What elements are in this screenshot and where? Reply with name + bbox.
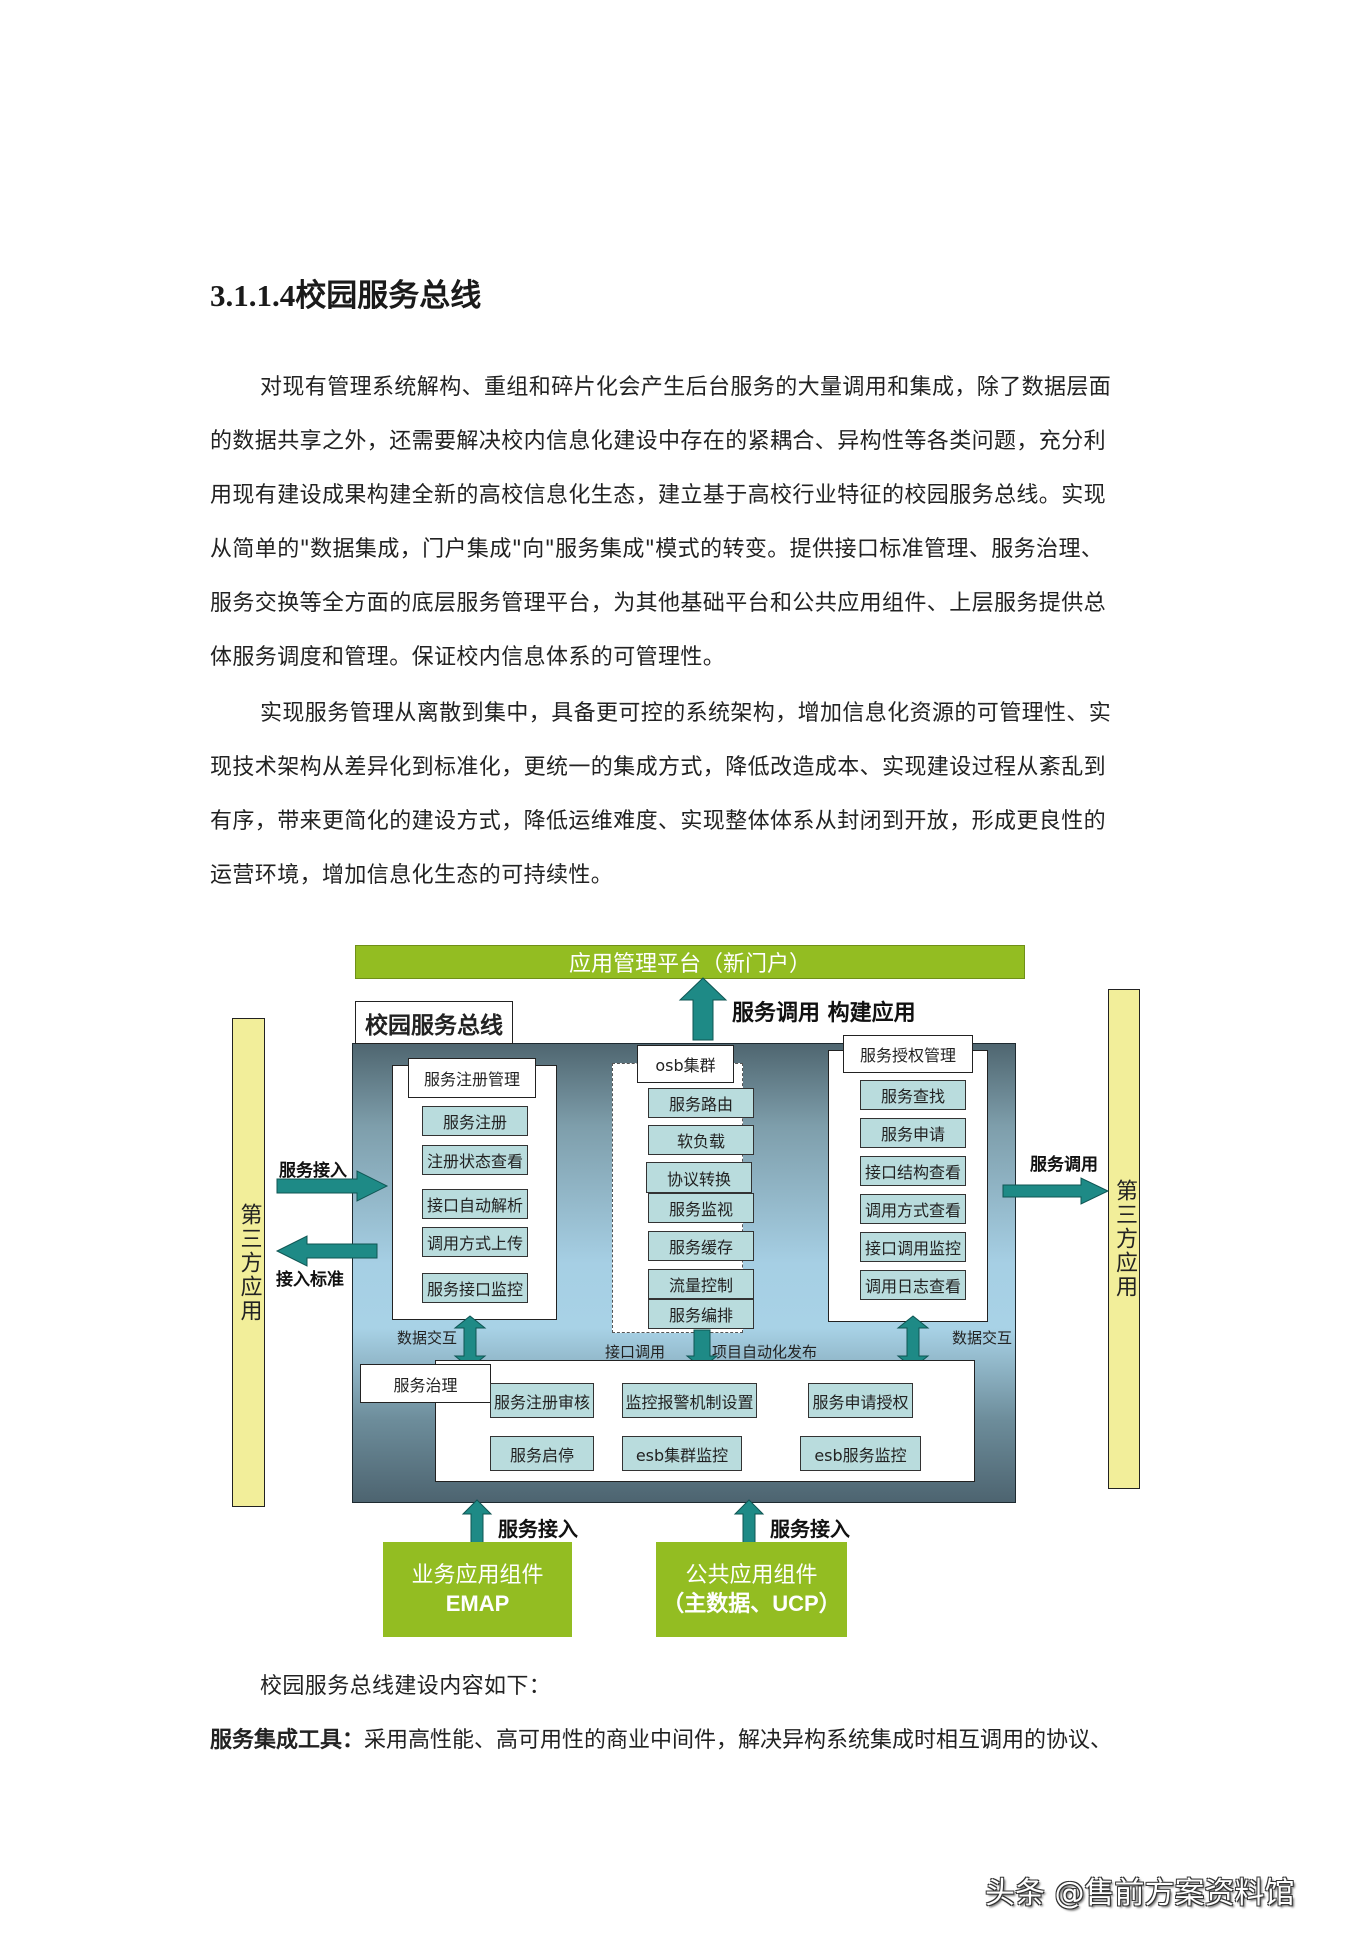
paragraph-integration-tool: 服务集成工具：采用高性能、高可用性的商业中间件，解决异构系统集成时相互调用的协议… — [210, 1714, 1178, 1768]
section-heading: 3.1.1.4校园服务总线 — [210, 278, 482, 313]
authorization-item: 接口调用监控 — [860, 1232, 966, 1262]
registration-item: 接口自动解析 — [422, 1189, 528, 1219]
governance-item: esb服务监控 — [800, 1436, 921, 1471]
text-line: 服务交换等全方面的底层服务管理平台，为其他基础平台和公共应用组件、上层服务提供总 — [210, 591, 1107, 616]
registration-item: 调用方式上传 — [422, 1227, 528, 1257]
osb-title: osb集群 — [637, 1045, 734, 1083]
up-arrow-icon — [461, 1499, 493, 1545]
text-line: 实现服务管理从离散到集中，具备更可控的系统架构，增加信息化资源的可管理性、实 — [260, 701, 1112, 726]
osb-item: 服务缓存 — [648, 1231, 754, 1261]
third-party-app-left: 第三方应用 — [232, 1018, 265, 1507]
text-line: 有序，带来更简化的建设方式，降低运维难度、实现整体体系从封闭到开放，形成更良性的 — [210, 809, 1107, 834]
paragraph-benefits: 实现服务管理从离散到集中，具备更可控的系统架构，增加信息化资源的可管理性、实 现… — [210, 687, 1178, 903]
text-line: 运营环境，增加信息化生态的可持续性。 — [210, 863, 614, 888]
component-sublabel: EMAP — [445, 1590, 510, 1616]
up-arrow-icon — [678, 977, 728, 1041]
registration-title: 服务注册管理 — [408, 1058, 536, 1098]
governance-item: 服务注册审核 — [490, 1383, 594, 1418]
watermark: 头条 @售前方案资料馆 — [985, 1876, 1295, 1911]
registration-item: 注册状态查看 — [422, 1145, 528, 1175]
text-line: 从简单的"数据集成，门户集成"向"服务集成"模式的转变。提供接口标准管理、服务治… — [210, 537, 1104, 562]
authorization-item: 调用日志查看 — [860, 1270, 966, 1300]
component-label: 业务应用组件 — [411, 1562, 544, 1588]
authorization-item: 调用方式查看 — [860, 1194, 966, 1224]
osb-item: 服务路由 — [648, 1088, 754, 1118]
osb-item: 服务编排 — [648, 1299, 754, 1329]
access-standard-label: 接入标准 — [276, 1270, 344, 1290]
platform-label: 应用管理平台（新门户） — [568, 952, 811, 977]
up-arrow-icon — [733, 1499, 765, 1545]
governance-item: 监控报警机制设置 — [622, 1383, 757, 1418]
paragraph-contents-intro: 校园服务总线建设内容如下： — [210, 1660, 1178, 1714]
public-app-component: 公共应用组件 （主数据、UCP） — [656, 1542, 847, 1637]
interface-call-label: 接口调用 — [605, 1343, 666, 1361]
bus-title-box: 校园服务总线 — [355, 1001, 513, 1044]
app-management-platform-bar: 应用管理平台（新门户） — [355, 945, 1025, 979]
third-party-label: 第三方应用 — [1112, 1179, 1137, 1299]
data-exchange-left-label: 数据交互 — [397, 1329, 458, 1347]
governance-item: esb集群监控 — [622, 1436, 742, 1471]
third-party-app-right: 第三方应用 — [1108, 989, 1140, 1489]
text-line: 现技术架构从差异化到标准化，更统一的集成方式，降低改造成本、实现建设过程从紊乱到 — [210, 755, 1107, 780]
governance-item: 服务启停 — [490, 1436, 594, 1471]
governance-title: 服务治理 — [360, 1364, 491, 1403]
text-line: 体服务调度和管理。保证校内信息体系的可管理性。 — [210, 645, 726, 670]
paragraph-intro: 对现有管理系统解构、重组和碎片化会产生后台服务的大量调用和集成，除了数据层面 的… — [210, 361, 1178, 685]
text-line: 对现有管理系统解构、重组和碎片化会产生后台服务的大量调用和集成，除了数据层面 — [260, 375, 1112, 400]
right-arrow-icon — [276, 1170, 389, 1202]
third-party-label: 第三方应用 — [236, 1202, 262, 1323]
governance-item: 服务申请授权 — [808, 1383, 913, 1418]
business-app-component: 业务应用组件 EMAP — [383, 1542, 572, 1637]
left-service-access-label: 服务接入 — [279, 1161, 347, 1181]
authorization-title: 服务授权管理 — [843, 1035, 973, 1073]
osb-item: 协议转换 — [646, 1162, 752, 1193]
text-line: 校园服务总线建设内容如下： — [260, 1674, 552, 1699]
bottom-service-access-label: 服务接入 — [498, 1517, 578, 1541]
data-exchange-right-label: 数据交互 — [952, 1329, 1013, 1347]
term-description: 采用高性能、高可用性的商业中间件，解决异构系统集成时相互调用的协议、 — [364, 1728, 1113, 1753]
left-arrow-icon — [275, 1235, 378, 1267]
text-line: 用现有建设成果构建全新的高校信息化生态，建立基于高校行业特征的校园服务总线。实现 — [210, 483, 1107, 508]
component-label: 公共应用组件 — [685, 1562, 818, 1588]
service-call-build-label: 服务调用 构建应用 — [732, 1001, 916, 1026]
term-label: 服务集成工具： — [210, 1728, 365, 1753]
osb-item: 软负载 — [648, 1125, 754, 1155]
right-service-call-label: 服务调用 — [1030, 1155, 1098, 1175]
osb-item: 服务监视 — [648, 1193, 754, 1223]
component-sublabel: （主数据、UCP） — [662, 1590, 841, 1616]
auto-publish-label: 项目自动化发布 — [712, 1343, 818, 1361]
bottom-service-access-label: 服务接入 — [770, 1517, 850, 1541]
registration-item: 服务接口监控 — [422, 1273, 528, 1303]
right-arrow-icon — [1002, 1177, 1110, 1205]
authorization-item: 接口结构查看 — [860, 1156, 966, 1186]
authorization-item: 服务查找 — [860, 1080, 966, 1110]
text-line: 的数据共享之外，还需要解决校内信息化建设中存在的紧耦合、异构性等各类问题，充分利 — [210, 429, 1107, 454]
registration-item: 服务注册 — [422, 1106, 528, 1136]
authorization-item: 服务申请 — [860, 1118, 966, 1148]
osb-item: 流量控制 — [648, 1269, 754, 1299]
